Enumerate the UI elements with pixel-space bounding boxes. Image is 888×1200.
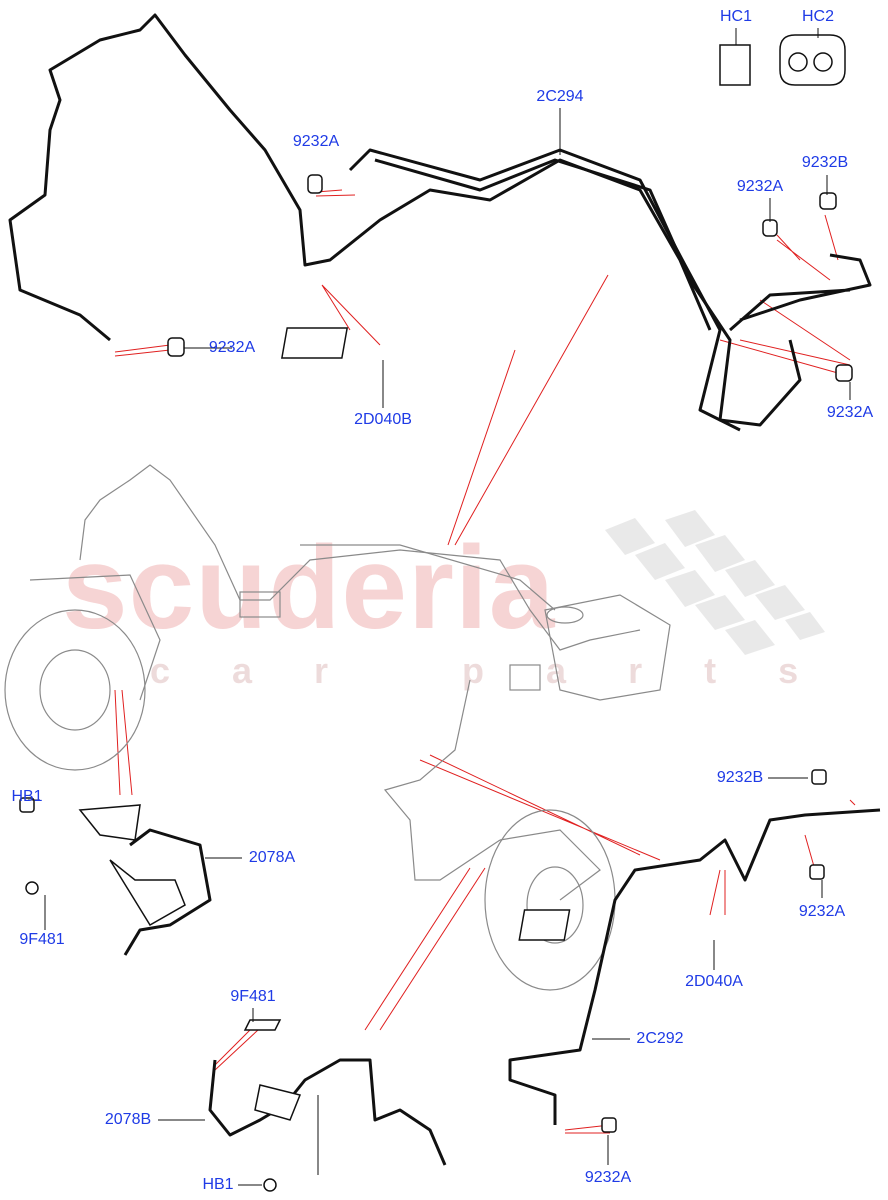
label-leaders: [28, 28, 851, 1186]
label-2078B: 2078B: [104, 1111, 152, 1128]
label-2D040A: 2D040A: [685, 973, 743, 990]
label-9232B: 9232B: [716, 769, 764, 786]
label-9232A: 9232A: [736, 178, 784, 195]
label-HB1: HB1: [202, 1176, 234, 1193]
watermark-subtitle: car parts: [150, 650, 861, 691]
watermark-brand: scuderia: [62, 522, 556, 654]
label-9232A: 9232A: [584, 1169, 632, 1186]
label-2D040B: 2D040B: [354, 411, 412, 428]
label-9232A: 9232A: [208, 339, 256, 356]
label-2078A: 2078A: [248, 849, 296, 866]
label-HC2: HC2: [801, 8, 835, 25]
label-2C292: 2C292: [636, 1030, 684, 1047]
label-9232A: 9232A: [826, 404, 874, 421]
leader-lines: [114, 189, 856, 1134]
label-HB1: HB1: [11, 788, 43, 805]
brake-pipes-upper: [8, 13, 872, 432]
label-HC1: HC1: [719, 8, 753, 25]
connectors: [167, 34, 853, 382]
label-9F481: 9F481: [19, 931, 65, 948]
label-9232A: 9232A: [798, 903, 846, 920]
label-9F481: 9F481: [230, 988, 276, 1005]
brackets: [19, 769, 827, 1192]
brake-pipes-lower: [123, 808, 881, 1166]
context-assembly: [4, 464, 671, 991]
label-9232B: 9232B: [801, 154, 849, 171]
watermark-flag: [605, 510, 825, 655]
label-9232A: 9232A: [292, 133, 340, 150]
label-2C294: 2C294: [536, 88, 584, 105]
